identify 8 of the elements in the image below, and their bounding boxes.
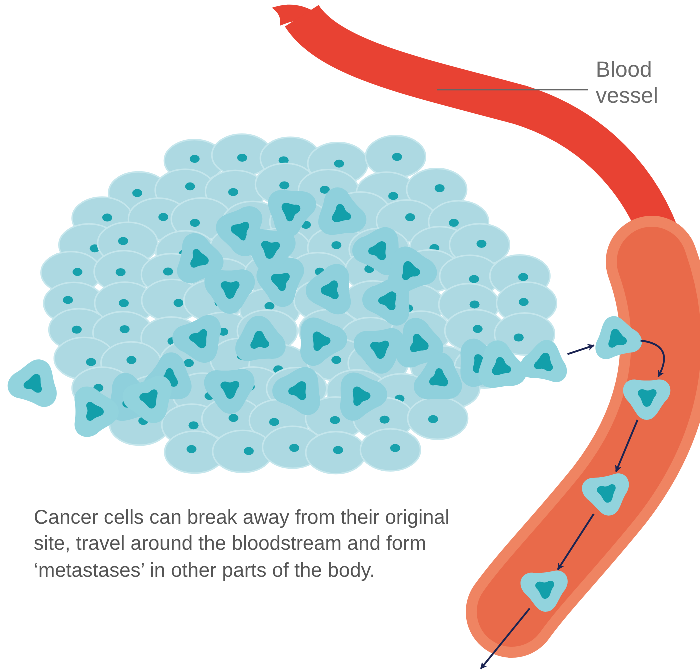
arrow xyxy=(480,608,531,670)
leader-line xyxy=(437,89,588,91)
arrow xyxy=(567,344,595,356)
label-text: Blood vessel xyxy=(596,57,658,108)
arrow xyxy=(640,340,666,378)
arrow xyxy=(615,420,639,472)
caption: Cancer cells can break away from their original site, travel around the bloodstream and form ‘metastases’ in other parts of the body. xyxy=(34,506,451,584)
arrow xyxy=(557,514,595,570)
